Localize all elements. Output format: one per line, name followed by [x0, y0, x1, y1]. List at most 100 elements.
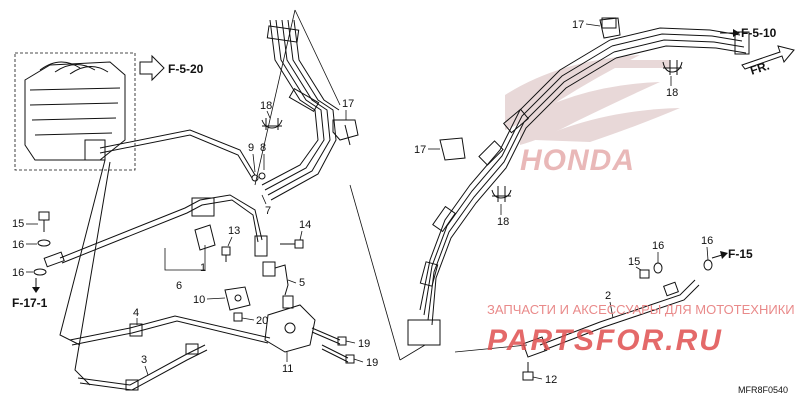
- part-19-bolt-b[interactable]: [321, 344, 355, 364]
- leader-to-right-section: [349, 184, 401, 361]
- part-2-leader-left: [454, 344, 528, 353]
- rear-bundle-clamp-a: [503, 108, 529, 134]
- ref-f520-label[interactable]: F-5-20: [168, 62, 204, 76]
- part-16-washer-left-bottom[interactable]: [33, 268, 47, 276]
- part-18-label-upper[interactable]: 18: [260, 100, 272, 112]
- part-16-label-left-bottom[interactable]: 16: [12, 267, 24, 279]
- part-17-label-middle[interactable]: 17: [414, 144, 426, 156]
- rear-bundle-clamp-d: [419, 261, 439, 287]
- abs-modulator-body: [24, 61, 126, 161]
- rear-bundle-right-end: [734, 31, 750, 55]
- part-14-bolt[interactable]: [280, 239, 304, 249]
- part-18-clip-middle[interactable]: [491, 186, 512, 202]
- ref-f520-arrow[interactable]: [139, 54, 165, 82]
- part-8-washer: [258, 172, 266, 180]
- ref-f15-label[interactable]: F-15: [728, 247, 753, 261]
- pipe-bundle-clamp-top: [266, 25, 300, 43]
- ref-f171-arrow[interactable]: [32, 278, 40, 293]
- part-18-clip-upper[interactable]: [261, 118, 283, 130]
- pipe-bundle-clamp-mid: [288, 87, 320, 113]
- part-15-label-right[interactable]: 15: [628, 256, 640, 268]
- part-16-label-right-b[interactable]: 16: [701, 235, 713, 247]
- part-1-clamp[interactable]: [194, 224, 216, 251]
- part-3-label[interactable]: 3: [141, 354, 147, 366]
- front-direction-arrow: [741, 45, 795, 70]
- part-7-label[interactable]: 7: [265, 205, 271, 217]
- part-17-label-upper[interactable]: 17: [342, 98, 354, 110]
- part-17-bracket-upper[interactable]: [332, 119, 359, 146]
- part-10-bracket[interactable]: [224, 286, 251, 311]
- part-19-bolt-a[interactable]: [311, 327, 347, 346]
- watermark-caption: ЗАПЧАСТИ И АКСЕССУАРЫ ДЛЯ МОТОТЕХНИКИ: [487, 302, 795, 317]
- front-hose-fitting: [254, 235, 268, 257]
- part-6-label[interactable]: 6: [176, 280, 182, 292]
- part-11-junction-block[interactable]: [264, 295, 316, 353]
- rear-bundle-clamp-c: [432, 205, 456, 233]
- abs-modulator-dashed-box: [14, 52, 136, 171]
- rear-bundle-top-clip: [601, 17, 617, 29]
- honda-wing-watermark: [505, 55, 680, 145]
- diagram-code: MFR8F0540: [738, 385, 788, 395]
- part-17-bracket-upper-right[interactable]: [599, 17, 621, 39]
- abs-modulator-group: [14, 52, 136, 171]
- part-9-label[interactable]: 9: [248, 142, 254, 154]
- rear-pipe-bundle: [399, 17, 750, 361]
- ref-f171-label[interactable]: F-17-1: [12, 296, 48, 310]
- part-5-label[interactable]: 5: [299, 277, 305, 289]
- part-13-label[interactable]: 13: [228, 225, 240, 237]
- part-19-label-b[interactable]: 19: [366, 357, 378, 369]
- part-11-label[interactable]: 11: [282, 363, 293, 375]
- part-2-label[interactable]: 2: [605, 290, 611, 302]
- part-4-hose[interactable]: [69, 315, 271, 346]
- part-4-label[interactable]: 4: [133, 307, 139, 319]
- ref-f510-arrow[interactable]: [720, 29, 740, 37]
- part-16-washer-right-b[interactable]: [703, 259, 713, 271]
- part-2-rear-hose[interactable]: [522, 279, 700, 358]
- part-5-fitting[interactable]: [262, 261, 289, 296]
- part-15-bolt-right[interactable]: [639, 269, 650, 279]
- part-12-label[interactable]: 12: [545, 374, 557, 386]
- part-17-bracket-middle[interactable]: [439, 137, 466, 161]
- front-brake-hose: [43, 194, 268, 268]
- brake-pipe-abs-to-4: [59, 159, 106, 346]
- part-16-washer-left-top[interactable]: [37, 239, 51, 247]
- rear-bundle-clamp-b: [478, 140, 504, 166]
- part-8-label[interactable]: 8: [260, 142, 266, 154]
- honda-brand-watermark: HONDA: [520, 144, 635, 177]
- part-18-label-upper-right[interactable]: 18: [666, 87, 678, 99]
- part-13-bolt[interactable]: [221, 246, 231, 262]
- front-hose-clamp: [191, 197, 215, 217]
- part-12-bolt[interactable]: [522, 362, 534, 381]
- part-10-label[interactable]: 10: [193, 294, 205, 306]
- front-direction-label: FR.: [748, 58, 771, 77]
- part-15-label-left[interactable]: 15: [12, 218, 24, 230]
- ref-f15-arrow[interactable]: [711, 251, 728, 259]
- abs-modulator-top-lines: [39, 61, 109, 75]
- brake-pipe-abs-upper: [59, 129, 256, 386]
- watermark-site: PARTSFOR.RU: [487, 324, 723, 357]
- part-20-bolt[interactable]: [233, 312, 243, 322]
- part-1-label[interactable]: 1: [200, 262, 206, 274]
- abs-modulator-port-block: [84, 139, 106, 161]
- part-18-label-middle[interactable]: 18: [497, 216, 509, 228]
- part-20-label[interactable]: 20: [256, 315, 268, 327]
- part-19-label-a[interactable]: 19: [358, 338, 370, 350]
- part-16-washer-right-a[interactable]: [653, 262, 663, 274]
- part-15-bolt-left[interactable]: [38, 211, 50, 232]
- part-18-clip-upper-right[interactable]: [662, 60, 683, 75]
- part-3-hose[interactable]: [77, 343, 208, 391]
- ref-f510-label[interactable]: F-5-10: [741, 26, 777, 40]
- rear-bundle-end-fittings: [407, 319, 441, 346]
- part-6-leader: [164, 245, 206, 271]
- front-hose-banjo-left: [43, 251, 65, 268]
- brake-pipe-abs-to-3: [74, 161, 111, 386]
- part-14-label[interactable]: 14: [299, 219, 311, 231]
- part-16-label-left-top[interactable]: 16: [12, 239, 24, 251]
- part-9-washer: [251, 174, 259, 182]
- part-17-label-upper-right[interactable]: 17: [572, 19, 584, 31]
- upper-pipe-bundle: [254, 9, 341, 201]
- part-16-label-right-a[interactable]: 16: [652, 240, 664, 252]
- abs-modulator-fins: [29, 87, 121, 136]
